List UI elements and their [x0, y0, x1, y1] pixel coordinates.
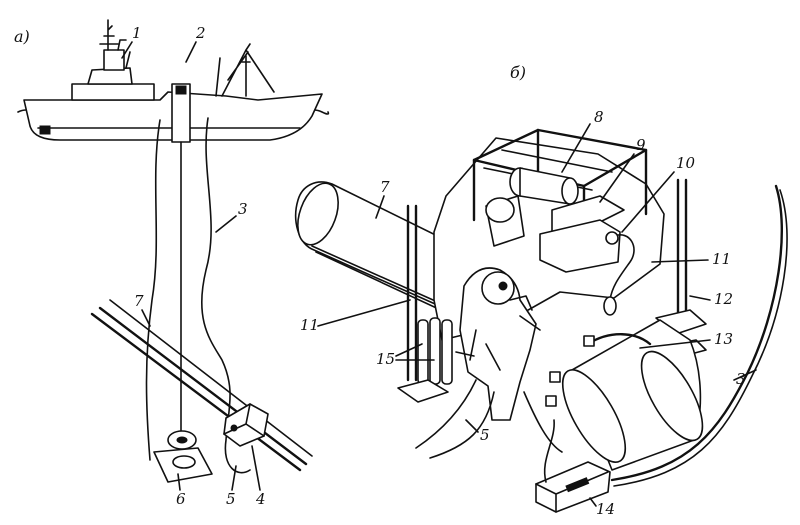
- diver-helmet: [481, 271, 515, 305]
- bridge: [103, 49, 125, 71]
- panel-b: б): [294, 63, 788, 518]
- callout-b8: 8: [594, 108, 604, 126]
- callout-b10: 10: [676, 154, 696, 172]
- callout-5: 5: [226, 490, 236, 508]
- clamp-unit: [223, 403, 269, 447]
- callout-2: 2: [195, 24, 206, 42]
- diving-bell: [153, 430, 213, 483]
- power-unit: [551, 195, 625, 233]
- descent-tube: [171, 83, 191, 437]
- propeller: [39, 125, 51, 135]
- pipeline-a: [90, 299, 313, 472]
- callout-4: 4: [255, 490, 266, 508]
- section-label-a: а): [14, 27, 30, 46]
- callout-b11-right: 11: [712, 250, 731, 268]
- hose-5-b: [415, 379, 477, 449]
- callout-3: 3: [238, 200, 248, 218]
- hose-3-b: [610, 184, 784, 482]
- umbilical-hose-a: [145, 119, 161, 461]
- callout-b3: 3: [736, 370, 746, 388]
- pipe-section-left: [294, 181, 471, 319]
- pipe-section-right: [545, 319, 704, 471]
- callout-b7: 7: [380, 178, 390, 196]
- lamp-hose: [609, 234, 635, 301]
- callout-b11-left: 11: [300, 316, 319, 334]
- callout-b9: 9: [636, 136, 646, 154]
- diver: [417, 267, 541, 421]
- callout-b15: 15: [376, 350, 395, 368]
- deck-house: [71, 83, 155, 101]
- callout-6: 6: [176, 490, 186, 508]
- gas-cylinder: [417, 319, 429, 385]
- hose-3-a: [200, 117, 251, 474]
- callouts-a: 1 2 3 7 6 5 4: [121, 24, 266, 508]
- section-label-b: б): [510, 63, 526, 82]
- callout-b13: 13: [714, 330, 733, 348]
- callout-1: 1: [132, 24, 142, 42]
- crane-boom: [215, 43, 275, 97]
- callout-7: 7: [134, 292, 144, 310]
- winch: [509, 167, 579, 205]
- callouts-b: 8 9 10 7 11 12 13 3 11 15 5 14: [300, 108, 757, 518]
- callout-b14: 14: [596, 500, 615, 518]
- callout-b5: 5: [480, 426, 490, 444]
- callout-b12: 12: [714, 290, 733, 308]
- control-box: [535, 419, 611, 513]
- panel-a: а): [14, 19, 330, 508]
